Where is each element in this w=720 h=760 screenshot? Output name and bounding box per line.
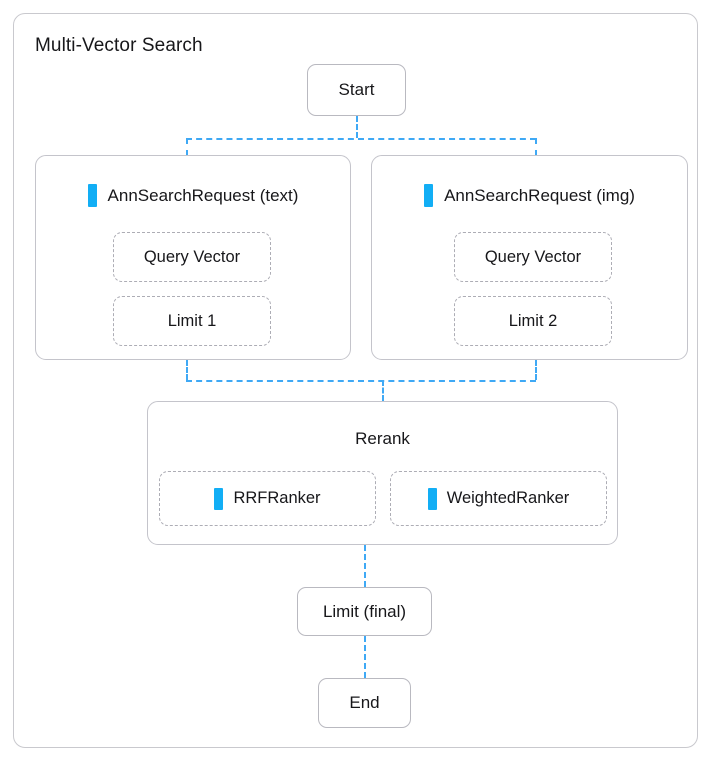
connector-limit-final-to-end <box>364 636 366 678</box>
connector-rerank-to-limit-final <box>364 545 366 587</box>
panel-text-title: AnnSearchRequest (text) <box>36 184 350 207</box>
dashbox-query-vector-text-label: Query Vector <box>143 247 241 266</box>
dashbox-limit-2-label: Limit 2 <box>508 311 558 330</box>
dashbox-query-vector-text[interactable]: Query Vector <box>113 232 271 282</box>
dashbox-rrf-ranker[interactable]: RRFRanker <box>159 471 376 526</box>
connector-split-to-text-panel <box>186 138 188 156</box>
dashbox-limit-1-label: Limit 1 <box>167 311 217 330</box>
connector-merge-bus <box>186 380 536 382</box>
blue-bar-icon <box>424 184 434 207</box>
panel-img-title-label: AnnSearchRequest (img) <box>444 185 635 205</box>
dashbox-weighted-ranker-label: WeightedRanker <box>446 489 570 507</box>
page-title: Multi-Vector Search <box>35 35 203 56</box>
node-end[interactable]: End <box>318 678 411 728</box>
dashbox-weighted-ranker[interactable]: WeightedRanker <box>390 471 607 526</box>
node-start[interactable]: Start <box>307 64 406 116</box>
dashbox-limit-2[interactable]: Limit 2 <box>454 296 612 346</box>
blue-bar-icon <box>427 487 437 510</box>
blue-bar-icon <box>87 184 97 207</box>
node-limit-final[interactable]: Limit (final) <box>297 587 432 636</box>
node-start-label: Start <box>338 80 375 99</box>
dashbox-limit-1[interactable]: Limit 1 <box>113 296 271 346</box>
dashbox-rrf-ranker-label: RRFRanker <box>233 489 321 507</box>
panel-img-title: AnnSearchRequest (img) <box>372 184 687 207</box>
panel-rerank-title: Rerank <box>355 429 410 448</box>
connector-start-to-split <box>356 116 358 138</box>
panel-text-title-label: AnnSearchRequest (text) <box>107 185 299 205</box>
panel-ann-search-request-img[interactable]: AnnSearchRequest (img) Query Vector Limi… <box>371 155 688 360</box>
connector-split-bus <box>186 138 536 140</box>
node-end-label: End <box>349 693 380 712</box>
connector-text-panel-to-merge <box>186 360 188 380</box>
blue-bar-icon <box>214 487 224 510</box>
dashbox-query-vector-img-label: Query Vector <box>484 247 582 266</box>
connector-merge-to-rerank <box>382 380 384 401</box>
connector-img-panel-to-merge <box>535 360 537 380</box>
panel-rerank[interactable]: Rerank RRFRanker WeightedRanker <box>147 401 618 545</box>
node-limit-final-label: Limit (final) <box>322 601 407 621</box>
dashbox-query-vector-img[interactable]: Query Vector <box>454 232 612 282</box>
panel-ann-search-request-text[interactable]: AnnSearchRequest (text) Query Vector Lim… <box>35 155 351 360</box>
connector-split-to-img-panel <box>535 138 537 156</box>
